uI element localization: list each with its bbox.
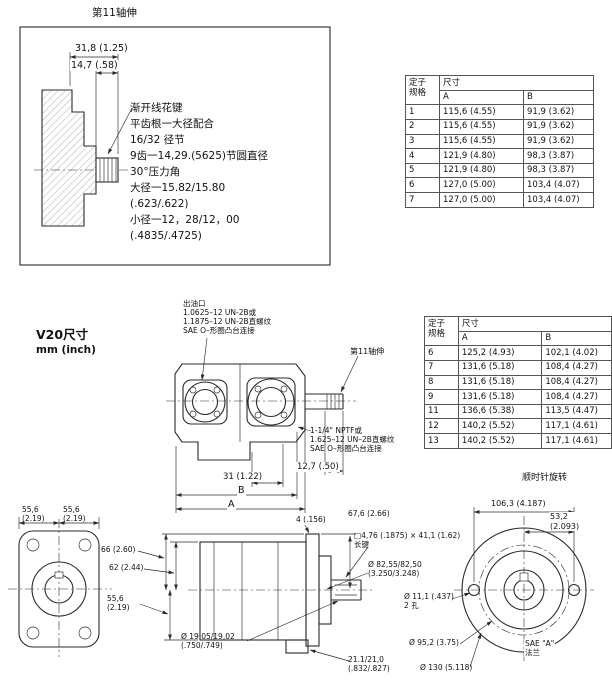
dim-b-label: B <box>237 485 246 497</box>
dim-shaft-dia: Ø 19,05/19,02 (.750/.749) <box>181 632 235 650</box>
dim-holes: Ø 11,1 (.437) 2 孔 <box>404 592 454 610</box>
height-dimension-lines <box>137 533 304 641</box>
size-header: 尺寸 <box>439 75 594 91</box>
col-a-header: A <box>439 89 524 106</box>
dim-55-6-bottom: 55,6 (2.19) <box>107 594 130 612</box>
page-title: V20尺寸 <box>36 327 89 342</box>
col-b-header: B <box>523 89 594 106</box>
shaft11-label: 第11轴伸 <box>350 347 385 356</box>
dim-31-8: 31,8 (1.25) <box>74 43 129 55</box>
outlet-port-label: 出油口 1.0625–12 UN-2B或 1.1875–12 UN-2B直螺纹 … <box>183 299 272 335</box>
dim-31: 31 (1.22) <box>222 472 264 483</box>
unit-note: mm (inch) <box>36 344 96 356</box>
inlet-port-label: 1-1/4" NPTF或 1.625–12 UN–2B直螺纹 SAE O–形圈凸… <box>310 426 395 453</box>
dim-67-6: 67,6 (2.66) <box>348 509 390 518</box>
dim-14-7: 14,7 (.58) <box>70 60 119 72</box>
sae-flange-label: SAE "A" 法兰 <box>524 639 556 657</box>
pump-side-view-drawing <box>188 524 374 662</box>
flange-end-view-drawing <box>8 517 112 657</box>
dim-106-3: 106,3 (4.187) <box>490 499 547 509</box>
dim-4: 4 (.156) <box>296 515 326 524</box>
dim-53-2: 53,2 (2.093) <box>549 512 581 532</box>
spec-header: 定子 规格 <box>405 74 440 106</box>
dim-66: 66 (2.60) <box>101 545 136 554</box>
dim-key-depth: 21.1/21,0 (.832/.827) <box>348 655 390 673</box>
dim-62: 62 (2.44) <box>109 563 144 572</box>
key-note: □4,76 (.1875) × 41,1 (1.62) 长键 <box>354 531 461 549</box>
main-side-view-drawing <box>166 337 359 513</box>
spec-header: 定子 规格 <box>424 315 459 347</box>
shaft-detail-title: 第11轴伸 <box>92 7 137 19</box>
dim-55-6-top-right: 55,6 (2.19) <box>63 505 86 523</box>
col-a-header: A <box>457 330 543 347</box>
shaft-detail-drawing <box>19 26 331 266</box>
spline-notes: 渐开线花键 平齿根一大径配合 16/32 径节 9齿一14,29.(5625)节… <box>130 102 268 242</box>
dim-55-6-top-left: 55,6 (2.19) <box>22 505 45 523</box>
dim-12-7: 12,7 (.50) <box>296 462 340 473</box>
rotation-note: 顺时针旋转 <box>522 473 568 483</box>
dim-95-2: Ø 95,2 (3.75) <box>409 638 459 647</box>
col-b-header: B <box>541 330 612 347</box>
size-header: 尺寸 <box>457 316 612 332</box>
dim-pilot: Ø 82,55/82,50 (3.250/3.248) <box>368 560 422 578</box>
dim-a-label: A <box>227 499 236 511</box>
dim-130: Ø 130 (5.118) <box>420 663 473 672</box>
